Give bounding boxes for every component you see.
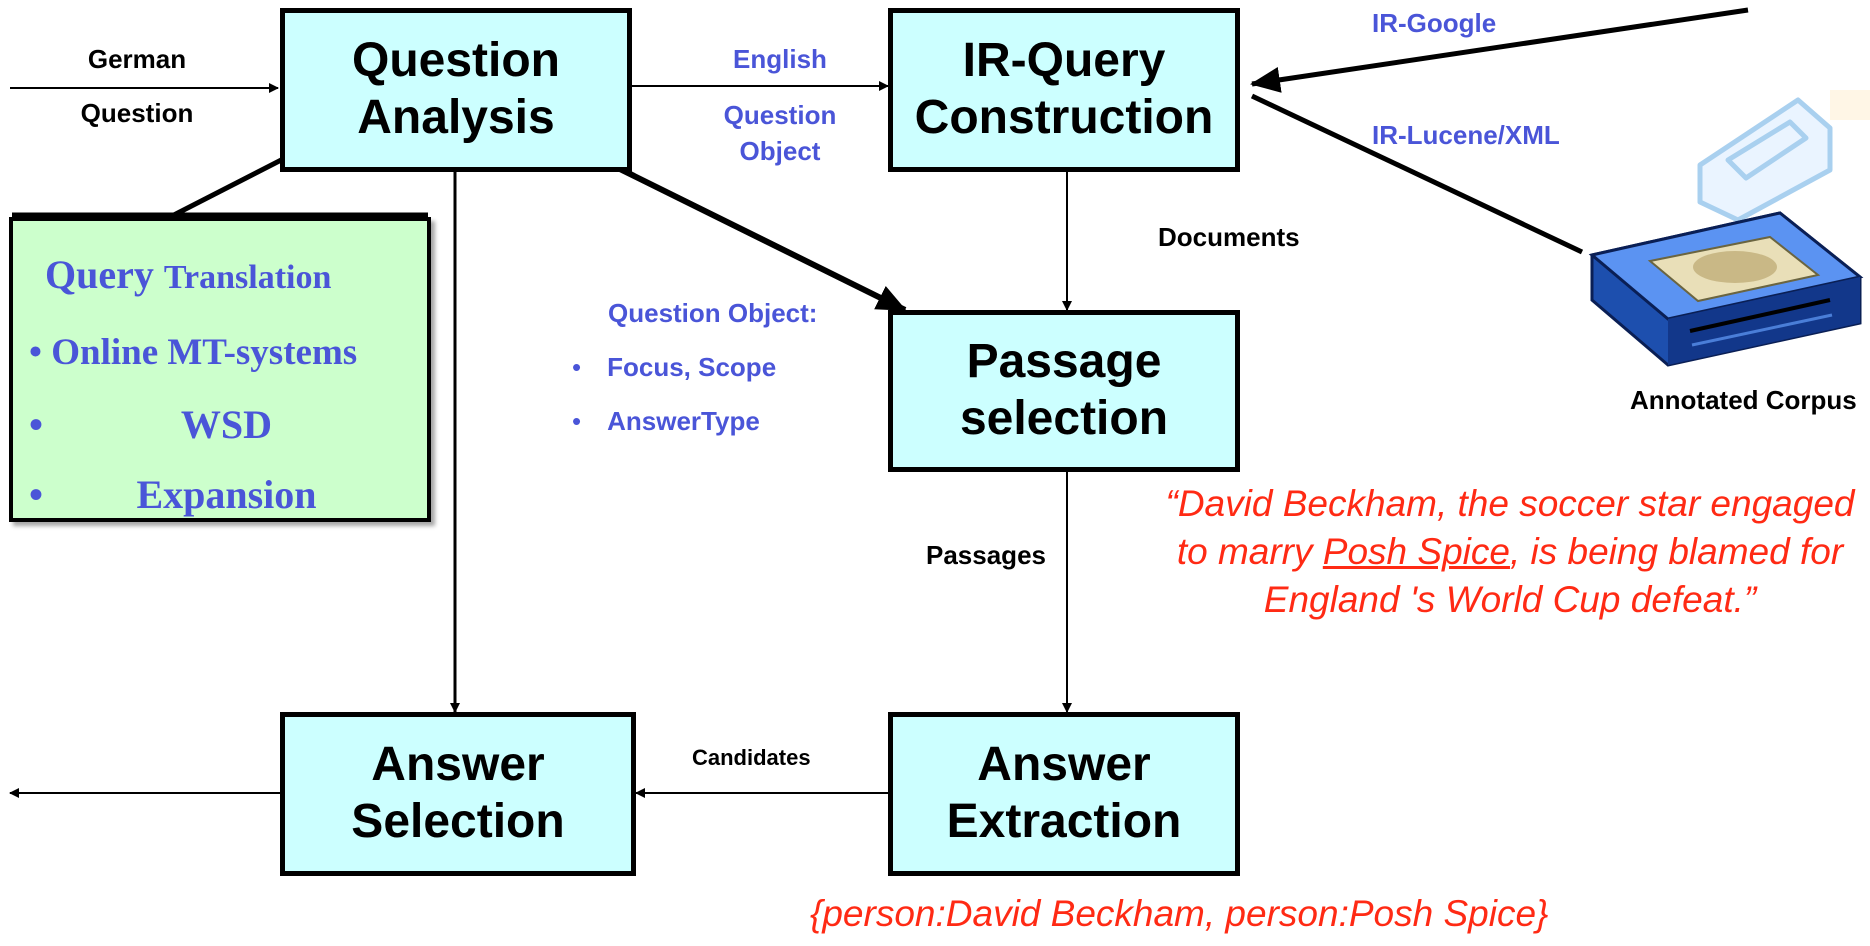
translation-item-text: WSD bbox=[180, 402, 273, 447]
translation-item-2: • WSD bbox=[29, 401, 424, 448]
question-label: Question bbox=[80, 98, 194, 128]
annotated-corpus-label: Annotated Corpus bbox=[1630, 385, 1857, 415]
bullet-dot-icon: • bbox=[29, 332, 42, 373]
node-line: Construction bbox=[914, 91, 1214, 144]
question-object-bullet-2: • AnswerType bbox=[572, 406, 760, 437]
node-line: Question bbox=[351, 34, 560, 88]
title-word-query: Query bbox=[45, 252, 154, 297]
bullet-dot-icon: • bbox=[29, 402, 44, 447]
translation-item-1: • Online MT-systems bbox=[29, 331, 357, 374]
passages-label: Passages bbox=[926, 540, 1046, 570]
quote-after: , is being blamed for England 's World C… bbox=[1263, 531, 1844, 621]
node-line: Selection bbox=[351, 795, 565, 848]
ir-google-label: IR-Google bbox=[1372, 8, 1497, 38]
bullet-text: AnswerType bbox=[607, 406, 760, 436]
document-icon bbox=[1697, 90, 1870, 223]
node-line: selection bbox=[959, 392, 1169, 445]
translation-item-3: • Expansion bbox=[29, 471, 424, 518]
quote-underlined: Posh Spice bbox=[1322, 531, 1510, 573]
lucene-arrow bbox=[1250, 93, 1584, 255]
english-label: English bbox=[733, 44, 827, 74]
node-line: Answer bbox=[977, 738, 1151, 792]
google-arrow bbox=[1250, 7, 1749, 93]
translation-item-text: Online MT-systems bbox=[51, 332, 358, 373]
quote-before: “David Beckham, the soccer star engaged … bbox=[1165, 483, 1855, 573]
node-line: Passage bbox=[966, 335, 1162, 389]
object-label: Object bbox=[739, 136, 821, 166]
node-line: Extraction bbox=[946, 795, 1182, 848]
query-translation-title: Query Translation bbox=[45, 251, 331, 298]
query-translation-box: Query Translation • Online MT-systems • … bbox=[9, 217, 431, 522]
german-label: German bbox=[87, 44, 187, 74]
node-line: Analysis bbox=[357, 91, 555, 144]
disk-drive-icon bbox=[1588, 211, 1864, 367]
question-object-title: Question Object: bbox=[608, 298, 818, 328]
example-quote: “David Beckham, the soccer star engaged … bbox=[1155, 480, 1865, 624]
ir-lucene-label: IR-Lucene/XML bbox=[1372, 120, 1560, 150]
bullet-text: Focus, Scope bbox=[607, 352, 777, 382]
translation-item-text: Expansion bbox=[136, 472, 317, 517]
candidates-label: Candidates bbox=[692, 745, 811, 770]
bullet-dot-icon: • bbox=[572, 352, 582, 382]
title-word-translation: Translation bbox=[163, 259, 332, 296]
node-line: IR-Query bbox=[962, 34, 1166, 88]
extraction-result: {person:David Beckham, person:Posh Spice… bbox=[810, 893, 1549, 934]
qa-to-passage-arrow bbox=[616, 165, 907, 313]
bullet-dot-icon: • bbox=[29, 472, 44, 517]
question-object-bullet-1: • Focus, Scope bbox=[572, 352, 776, 383]
question-label-blue: Question bbox=[723, 100, 837, 130]
node-line: Answer bbox=[371, 738, 545, 792]
documents-label: Documents bbox=[1158, 222, 1300, 252]
bullet-dot-icon: • bbox=[572, 406, 582, 436]
